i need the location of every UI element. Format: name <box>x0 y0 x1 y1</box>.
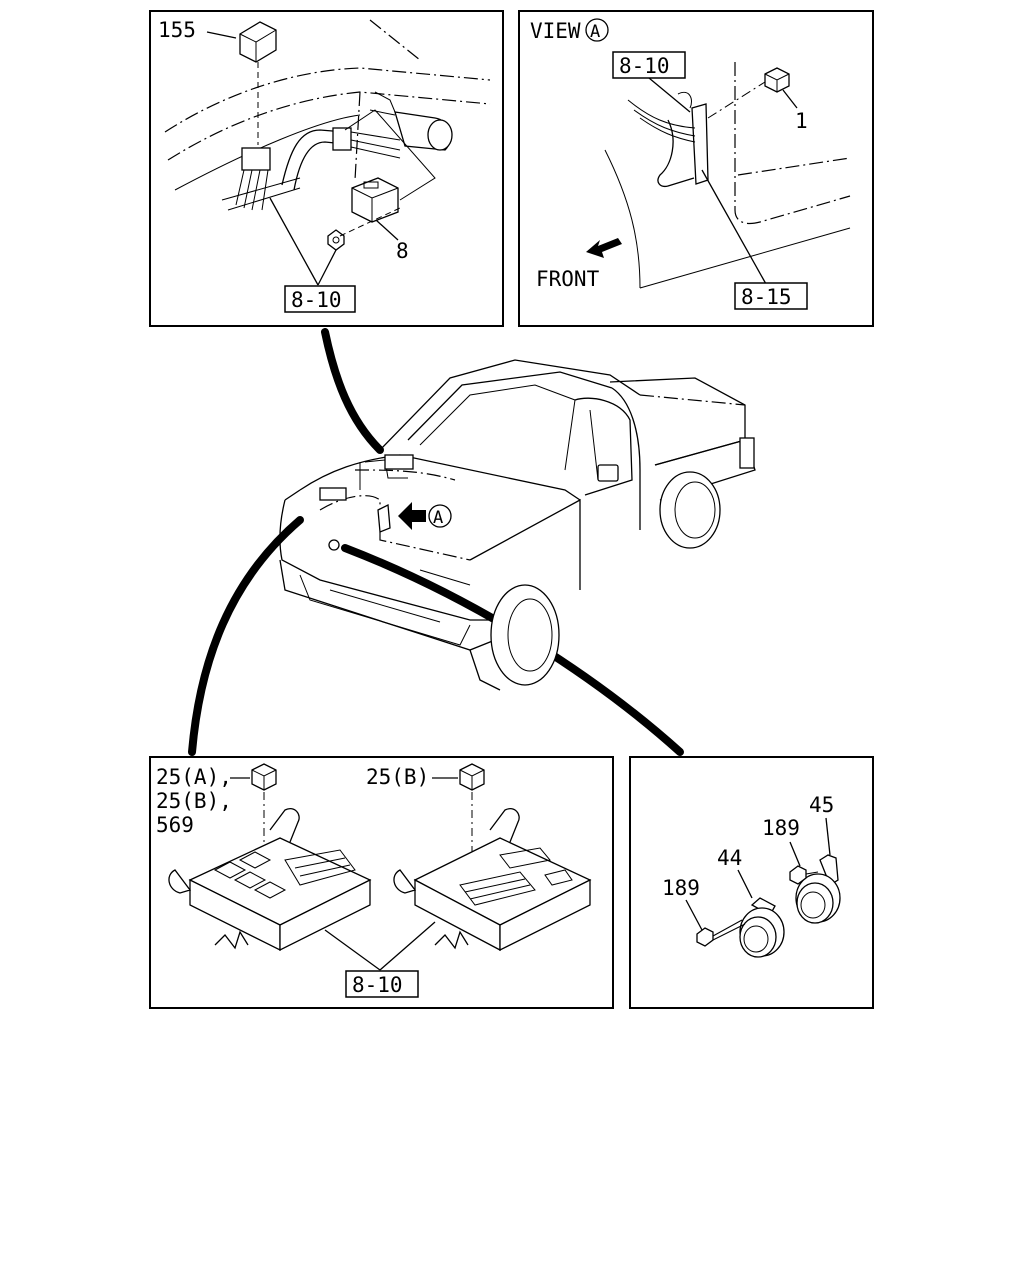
view-a-label: VIEW <box>530 19 581 43</box>
view-a-arrow-icon <box>398 502 426 530</box>
front-direction-label: FRONT <box>536 267 600 291</box>
callout-45: 45 <box>809 793 834 817</box>
ref-box-8-10-top-left: 8-10 <box>291 288 342 312</box>
front-arrow-icon <box>586 238 622 258</box>
ref-box-8-10-view-a: 8-10 <box>619 54 670 78</box>
callout-8: 8 <box>396 239 409 263</box>
callout-25a: 25(A), <box>156 765 232 789</box>
callout-25b: 25(B), <box>156 789 232 813</box>
panel-view-a: VIEW A 1 8-10 8-15 FRONT <box>518 10 874 327</box>
callout-569: 569 <box>156 813 194 837</box>
callout-1: 1 <box>795 109 808 133</box>
pointer-to-bottom-left-panel <box>188 516 304 756</box>
panel-horn: 45 189 44 189 <box>629 756 874 1009</box>
callout-155: 155 <box>158 18 196 42</box>
view-a-circle-letter: A <box>590 22 600 42</box>
truck-illustration: A <box>188 328 756 756</box>
panel-engine-relay: 155 8 8-10 <box>149 10 504 327</box>
callout-44: 44 <box>717 846 742 870</box>
ref-box-8-15: 8-15 <box>741 285 792 309</box>
callout-25b-right: 25(B) <box>366 765 429 789</box>
callout-189-upper: 189 <box>762 816 800 840</box>
view-a-marker: A <box>433 508 443 528</box>
callout-189-lower: 189 <box>662 876 700 900</box>
panel-fuse-relay-box: 25(A), 25(B), 569 25(B) <box>149 756 614 1009</box>
pointer-to-top-left-panel <box>321 328 384 454</box>
ref-box-8-10-bottom-left: 8-10 <box>352 973 403 997</box>
